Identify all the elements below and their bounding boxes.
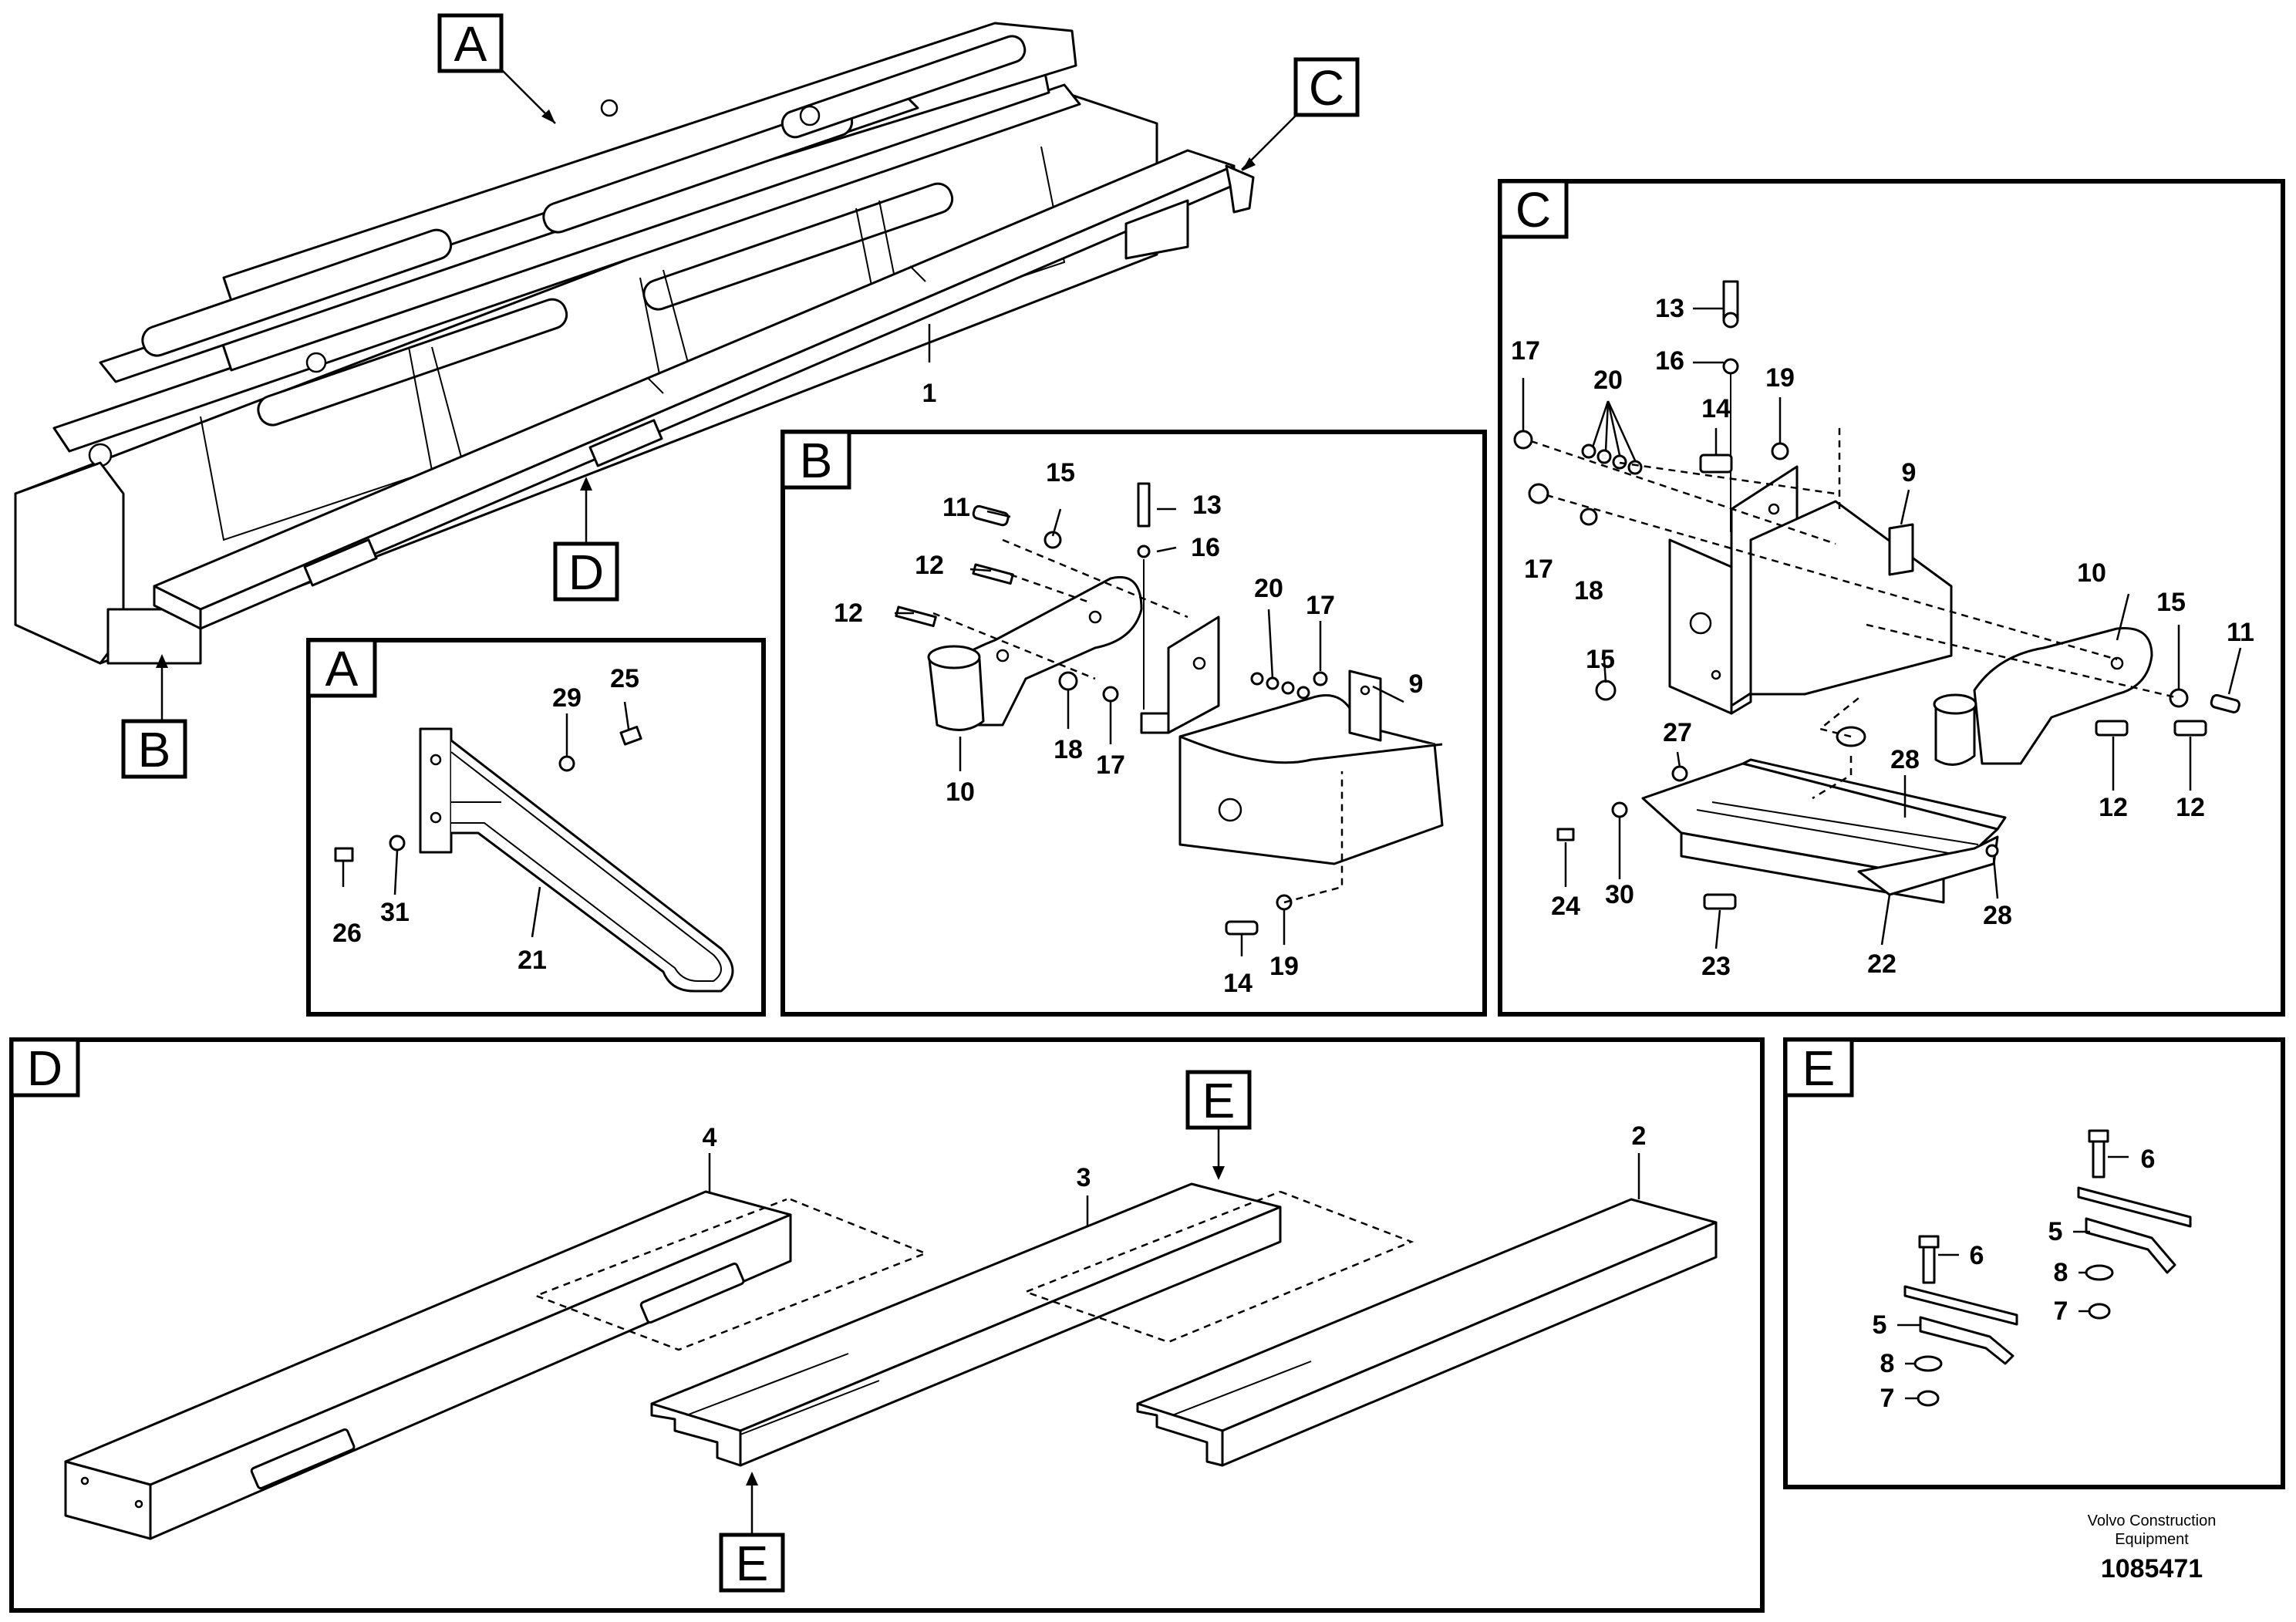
credit-line-1: Volvo Construction [2088, 1512, 2217, 1529]
bracket [1140, 615, 1220, 734]
panel-B-title: B [800, 433, 833, 488]
panel-B-part-20: 20 [1254, 574, 1283, 603]
clip-set-upper [2077, 1129, 2192, 1320]
panel-C-part-19: 19 [1765, 363, 1795, 393]
panel-C-part-30: 30 [1605, 880, 1634, 909]
panel-D-part-3: 3 [1077, 1163, 1091, 1192]
panel-A-part-25: 25 [610, 664, 639, 693]
panel-C-part-10: 10 [2077, 558, 2106, 588]
panel-B-part-10: 10 [946, 777, 975, 807]
panel-B-part-16: 16 [1191, 533, 1220, 562]
panel-B-part-17b: 17 [1096, 750, 1125, 780]
svg-text:E: E [1202, 1073, 1236, 1128]
panel-B-part-11: 11 [942, 493, 970, 522]
svg-text:C: C [1309, 60, 1344, 116]
panel-A-part-31: 31 [380, 898, 410, 927]
panel-C-part-9: 9 [1902, 458, 1917, 487]
callout-D: D [553, 541, 619, 602]
panel-A-part-29: 29 [552, 683, 582, 713]
svg-text:E: E [736, 1536, 769, 1591]
panel-E-part-5b: 5 [1873, 1310, 1887, 1340]
panel-C-part-12a: 12 [2099, 793, 2128, 822]
panel-C-part-11: 11 [2227, 618, 2254, 647]
panel-C-part-13: 13 [1655, 294, 1684, 323]
panel-A-part-26: 26 [332, 919, 362, 948]
machine-frame [14, 22, 1158, 665]
credit-line-2: Equipment [2115, 1531, 2189, 1548]
panel-D-part-2: 2 [1632, 1121, 1647, 1151]
panel-C-part-23: 23 [1701, 952, 1731, 981]
panel-E: E 6 5 8 7 6 5 [1783, 1037, 2285, 1489]
panel-B-part-13: 13 [1192, 491, 1222, 520]
document-number: 1085471 [2101, 1554, 2203, 1583]
panel-E-part-8a: 8 [2054, 1258, 2068, 1287]
panel-B-part-15: 15 [1046, 458, 1075, 487]
panel-B-part-18: 18 [1054, 735, 1083, 764]
panel-C-part-15a: 15 [2156, 588, 2186, 617]
panel-C-part-27: 27 [1663, 718, 1692, 747]
panel-A: A 29 25 26 31 21 [306, 638, 766, 1017]
tab-9 [1888, 523, 1914, 576]
publisher-credit: Volvo Construction Equipment 1085471 [2088, 1512, 2217, 1583]
panel-B-part-14: 14 [1223, 969, 1253, 998]
panel-E-part-6a: 6 [2141, 1145, 2156, 1174]
panel-B: B [781, 430, 1487, 1017]
panel-C-part-16: 16 [1655, 346, 1684, 376]
panel-A-title: A [325, 641, 359, 696]
panel-E-part-7a: 7 [2054, 1297, 2068, 1326]
panel-C-part-24: 24 [1551, 892, 1580, 921]
panel-C-part-28b: 28 [1983, 901, 2012, 930]
panel-E-part-8b: 8 [1880, 1349, 1895, 1378]
panel-A-part-21: 21 [518, 946, 547, 975]
panel-B-part-12b: 12 [834, 599, 863, 628]
panel-C-title: C [1515, 182, 1551, 238]
panel-D-part-4: 4 [703, 1123, 717, 1152]
panel-C: C [1498, 179, 2285, 1017]
beam-2 [1136, 1198, 1718, 1467]
step-beam [153, 149, 1255, 630]
panel-C-part-17b: 17 [1524, 555, 1553, 584]
panel-C-part-20: 20 [1593, 366, 1623, 395]
handrail-21 [419, 727, 734, 993]
panel-C-part-22: 22 [1867, 949, 1896, 979]
panel-E-part-7b: 7 [1880, 1384, 1895, 1413]
panel-E-part-6b: 6 [1970, 1241, 1984, 1270]
panel-B-part-9: 9 [1409, 669, 1424, 699]
svg-text:A: A [454, 16, 487, 72]
step-9 [1178, 669, 1444, 865]
panel-C-part-14: 14 [1701, 394, 1731, 423]
panel-C-part-28a: 28 [1890, 745, 1920, 774]
svg-text:B: B [138, 722, 171, 777]
panel-E-title: E [1802, 1040, 1836, 1096]
hinge-arm-10 [1933, 626, 2153, 766]
callout-E-top: E [1185, 1070, 1252, 1130]
overview-drawing: A C D B 1 [14, 13, 1360, 779]
panel-C-part-18: 18 [1574, 576, 1603, 605]
panel-C-part-17a: 17 [1511, 336, 1540, 366]
svg-text:D: D [568, 545, 604, 600]
callout-C: C [1293, 57, 1360, 117]
panel-D-title: D [27, 1040, 62, 1096]
panel-E-part-5a: 5 [2048, 1217, 2063, 1246]
callout-A: A [437, 13, 504, 73]
panel-D: D [9, 1037, 1765, 1613]
panel-B-part-12a: 12 [915, 551, 944, 580]
panel-B-part-17a: 17 [1306, 591, 1335, 620]
panel-C-part-15b: 15 [1586, 645, 1615, 674]
part-number-1: 1 [922, 379, 937, 408]
beam-4 [64, 1190, 792, 1540]
panel-B-part-19: 19 [1269, 952, 1299, 981]
callout-B: B [121, 719, 187, 779]
step-22 [1641, 758, 2007, 904]
beam-3 [650, 1182, 1282, 1467]
panel-C-part-12b: 12 [2176, 793, 2205, 822]
callout-E-bottom: E [719, 1533, 785, 1593]
clip-set-lower [1903, 1235, 2018, 1407]
hinge-arm-10 [927, 576, 1143, 731]
